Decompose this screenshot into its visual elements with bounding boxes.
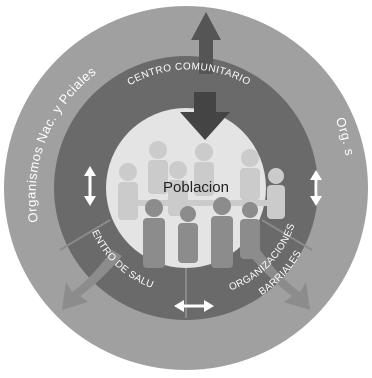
outer-arrow-left-icon bbox=[62, 250, 122, 310]
double-arrow-icon bbox=[84, 166, 322, 312]
center-label: Poblacion bbox=[163, 179, 229, 196]
arrow-up-icon bbox=[191, 12, 221, 74]
arrow-down-icon bbox=[180, 92, 230, 140]
outer-arrow-right-icon bbox=[250, 250, 310, 310]
people-group-icon bbox=[118, 141, 285, 268]
inner-ring-separators bbox=[59, 219, 313, 318]
